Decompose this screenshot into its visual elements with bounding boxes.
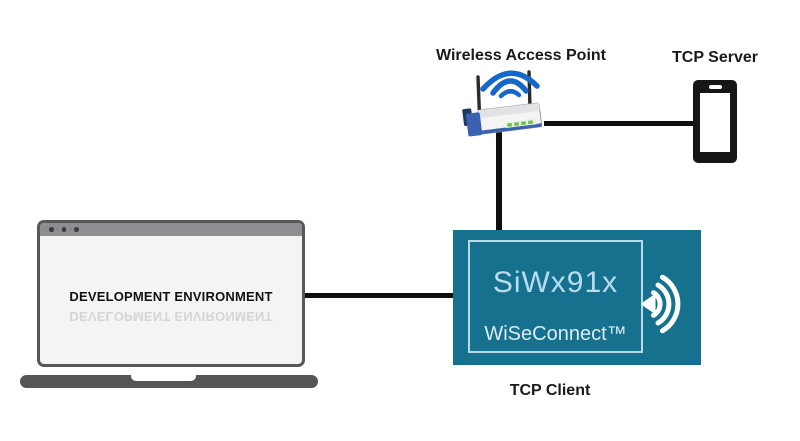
laptop-window-titlebar xyxy=(40,223,302,236)
window-dot-icon xyxy=(74,227,79,232)
connector-laptop-to-client xyxy=(302,293,454,298)
tcp-client-device-box: SiWx91x WiSeConnect™ xyxy=(453,230,701,365)
tcp-server-label: TCP Server xyxy=(672,49,758,66)
connector-ap-to-server xyxy=(544,121,694,126)
wireless-access-point-label: Wireless Access Point xyxy=(435,47,606,64)
phone-screen xyxy=(700,93,730,152)
phone-speaker xyxy=(709,84,722,89)
ap-router-body xyxy=(462,102,543,137)
access-point-icon xyxy=(462,70,543,137)
ap-led-strip xyxy=(505,118,538,128)
chip-title: SiWx91x xyxy=(492,265,619,299)
tcp-client-label: TCP Client xyxy=(509,382,591,399)
development-environment-label: DEVELOPMENT ENVIRONMENT xyxy=(69,289,273,304)
window-dot-icon xyxy=(61,227,66,232)
ap-wave-icon xyxy=(480,70,540,99)
chip-subtitle: WiSeConnect™ xyxy=(484,323,627,345)
connector-ap-to-client xyxy=(496,130,502,231)
siwx91x-chip-box: SiWx91x WiSeConnect™ xyxy=(468,240,643,353)
laptop-base-notch xyxy=(131,375,196,381)
wifi-signal-icon xyxy=(641,274,681,334)
smartphone-icon xyxy=(693,80,737,163)
laptop-base xyxy=(20,375,318,388)
development-environment-label-reflection: DEVELOPMENT ENVIRONMENT xyxy=(69,309,273,324)
window-dot-icon xyxy=(49,227,54,232)
laptop-screen: DEVELOPMENT ENVIRONMENT DEVELOPMENT ENVI… xyxy=(37,220,305,367)
